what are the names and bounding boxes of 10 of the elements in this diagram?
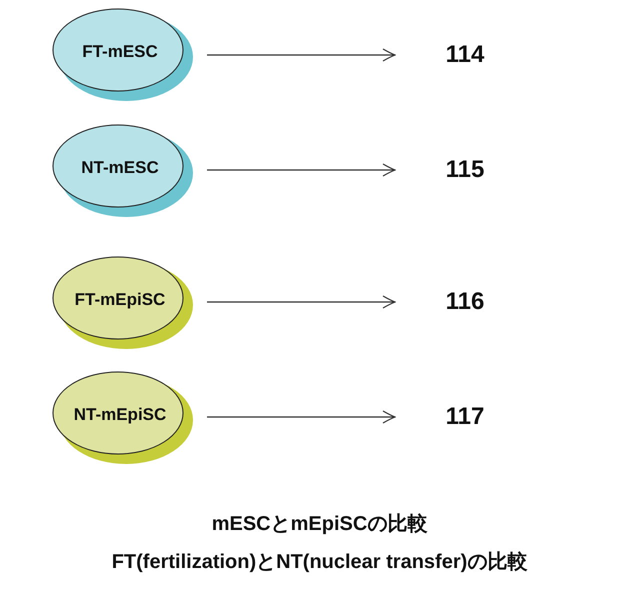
caption-text: mESCとmEpiSCの比較 <box>210 512 428 537</box>
channel-label: 115 <box>420 150 510 190</box>
caption-text: FT(fertilization)とNT(nuclear transfer)の比較 <box>110 550 528 575</box>
channel-label: 114 <box>420 35 510 75</box>
cell-label: NT-mEpiSC <box>74 405 166 425</box>
channel-label: 116 <box>420 282 510 322</box>
channel-label: 117 <box>420 397 510 437</box>
cell-label: NT-mESC <box>81 158 159 178</box>
cell-label: FT-mESC <box>82 42 158 62</box>
cell-label: FT-mEpiSC <box>74 290 166 310</box>
